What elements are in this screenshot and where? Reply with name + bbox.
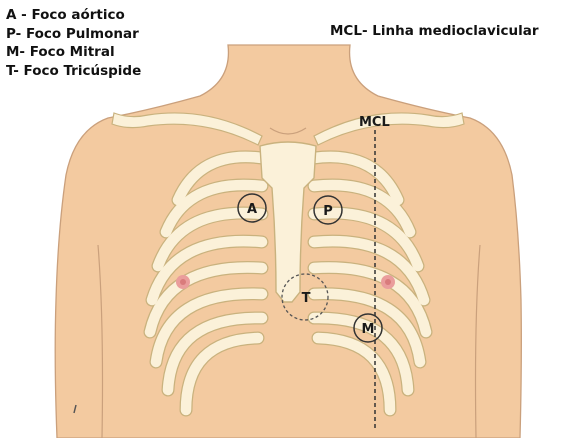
legend-item-pulmonary: P- Foco Pulmonar (6, 25, 141, 44)
mcl-legend: MCL- Linha medioclavicular (330, 23, 538, 39)
mitral-focus-label: M (362, 322, 375, 337)
aortic-focus-label: A (247, 202, 257, 217)
legend-item-aortic: A - Foco aórtico (6, 6, 141, 25)
right-nipple-center (385, 279, 391, 285)
pulmonary-focus-label: P (323, 204, 333, 219)
legend-item-tricuspid: T- Foco Tricúspide (6, 62, 141, 81)
tricuspid-focus-label: T (302, 291, 311, 306)
legend-item-mitral: M- Foco Mitral (6, 43, 141, 62)
left-nipple-center (180, 279, 186, 285)
mcl-line-label: MCL (359, 115, 390, 130)
foci-legend: A - Foco aórtico P- Foco Pulmonar M- Foc… (6, 6, 141, 80)
